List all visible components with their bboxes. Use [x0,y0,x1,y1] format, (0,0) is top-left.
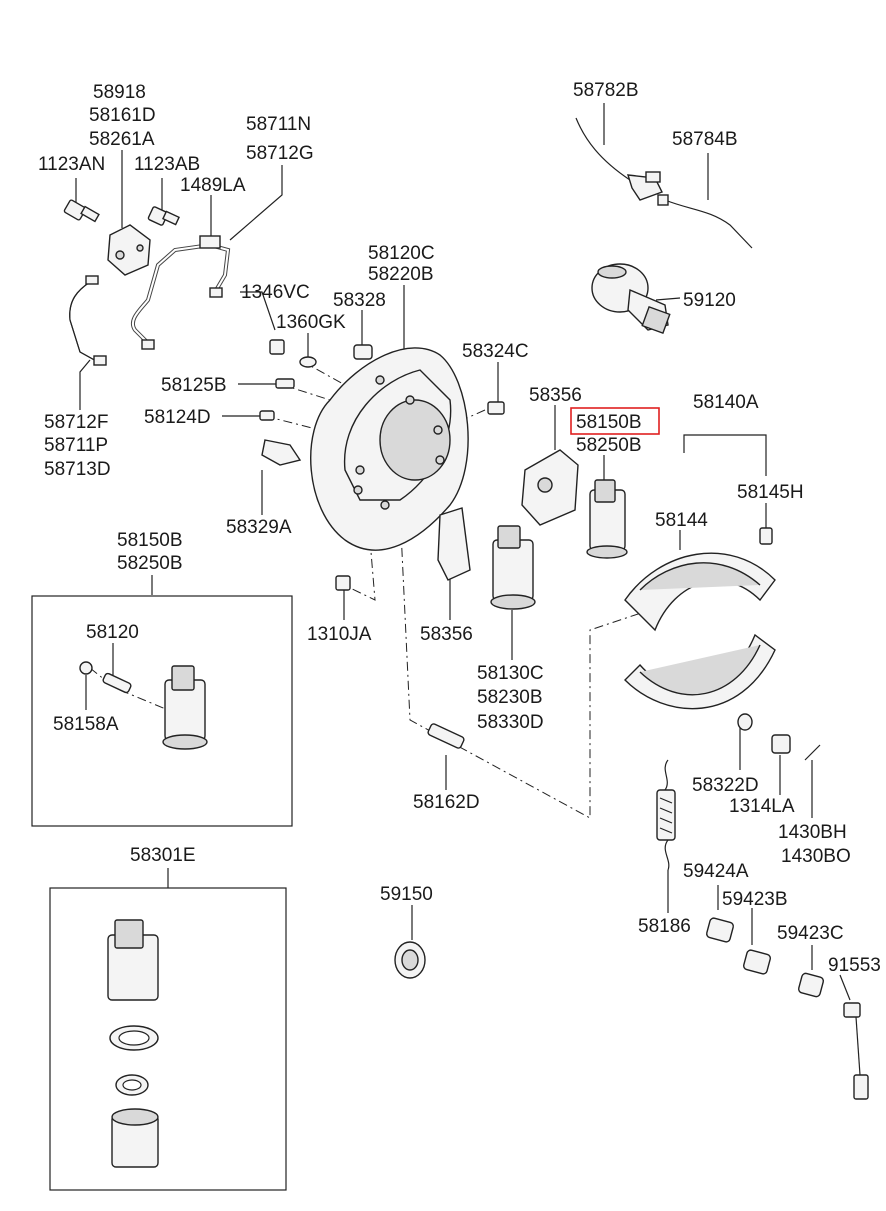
bushing-59424a-icon [706,917,734,943]
label-58356-upper[interactable]: 58356 [529,385,582,406]
highlight-box [570,407,660,435]
label-58330d[interactable]: 58330D [477,712,544,733]
label-58713d[interactable]: 58713D [44,459,111,480]
parts-drawings [63,117,869,1168]
label-58782b[interactable]: 58782B [573,80,639,101]
label-59423c[interactable]: 59423C [777,923,844,944]
part-labels: 58918 58161D 58261A 1123AN 1123AB 58711N… [38,80,881,976]
shim-upper-icon [521,449,579,526]
label-58150b-highlighted[interactable]: 58150B [576,412,642,433]
brake-chamber-icon [591,263,671,335]
bolt-1123an-icon [63,199,100,223]
label-1360gk[interactable]: 1360GK [276,312,346,333]
washer-1360gk-icon [299,356,317,368]
label-59150[interactable]: 59150 [380,884,433,905]
label-58125b[interactable]: 58125B [161,375,227,396]
label-1430bh[interactable]: 1430BH [778,822,847,843]
dust-cover-58329a-icon [261,439,302,466]
leader-lines [75,103,851,1001]
clip-58328-icon [353,344,373,360]
label-58324c[interactable]: 58324C [462,341,529,362]
label-58711n[interactable]: 58711N [246,114,311,135]
brake-cable-icon [575,117,753,249]
nut-1346vc-icon [269,339,285,355]
label-58322d[interactable]: 58322D [692,775,759,796]
label-58186[interactable]: 58186 [638,916,691,937]
box-58301e-cylinder-icon [107,919,159,1001]
shim-lower-icon [437,507,471,581]
inset-box-wheel-cylinder [31,595,293,827]
label-58161d[interactable]: 58161D [89,105,156,126]
wheel-cylinder-middle-icon [490,525,536,610]
label-58145h[interactable]: 58145H [737,482,804,503]
inset-box-repair-kit [49,887,287,1191]
label-59424a[interactable]: 59424A [683,861,749,882]
label-58356-lower[interactable]: 58356 [420,624,473,645]
label-58220b[interactable]: 58220B [368,264,434,285]
brake-tube-left-icon [69,275,107,366]
label-58144[interactable]: 58144 [655,510,708,531]
bolt-58124d-icon [259,410,275,421]
label-58162d[interactable]: 58162D [413,792,480,813]
wheel-cylinder-upper-icon [586,479,628,559]
bolt-58125b-icon [275,378,295,389]
label-1346vc[interactable]: 1346VC [241,282,310,303]
label-58250b-box[interactable]: 58250B [117,553,183,574]
box-bleeder-screw-icon [102,672,132,694]
pin-1430bh-icon [804,744,821,761]
brake-tube-center-icon [130,235,231,350]
label-58328[interactable]: 58328 [333,290,386,311]
nut-1314la-icon [771,734,791,754]
nut-1310ja-icon [335,575,351,591]
box-cap-icon [79,661,93,675]
brake-shoe-upper-icon [624,552,776,632]
return-spring-icon [656,759,676,871]
label-58712g[interactable]: 58712G [246,143,314,164]
label-58301e[interactable]: 58301E [130,845,196,866]
label-1123an[interactable]: 1123AN [38,154,105,175]
label-58712f[interactable]: 58712F [44,412,108,433]
bolt-1123ab-icon [147,206,180,226]
label-1123ab[interactable]: 1123AB [134,154,200,175]
label-58158a[interactable]: 58158A [53,714,119,735]
backing-plate-icon [310,347,469,551]
box-seal-ring-icon [109,1025,159,1051]
adjuster-pin-icon [427,723,465,749]
bolt-58324c-icon [487,401,505,415]
label-1489la[interactable]: 1489LA [180,175,246,196]
label-1310ja[interactable]: 1310JA [307,624,372,645]
label-58120[interactable]: 58120 [86,622,139,643]
label-59120[interactable]: 59120 [683,290,736,311]
label-59423b[interactable]: 59423B [722,889,788,910]
label-58124d[interactable]: 58124D [144,407,211,428]
bolt-58145h-icon [759,527,773,545]
label-91553[interactable]: 91553 [828,955,881,976]
label-1314la[interactable]: 1314LA [729,796,795,817]
junction-block-icon [107,224,151,276]
box-58150b-cylinder-icon [162,665,208,750]
bushing-59423b-icon [743,949,771,975]
label-58711p[interactable]: 58711P [44,435,108,456]
label-58784b[interactable]: 58784B [672,129,738,150]
brake-shoe-lower-icon [624,633,776,710]
box-oring-icon [115,1074,149,1096]
washer-58322d-icon [737,713,753,731]
cap-59150-icon [394,941,426,979]
box-piston-icon [111,1108,159,1168]
label-58250b-upper[interactable]: 58250B [576,435,642,456]
label-58230b[interactable]: 58230B [477,687,543,708]
label-58140a[interactable]: 58140A [693,392,759,413]
label-1430bo[interactable]: 1430BO [781,846,851,867]
label-58120c[interactable]: 58120C [368,243,435,264]
label-58329a[interactable]: 58329A [226,517,292,538]
bushing-59423c-icon [797,972,825,998]
label-58918[interactable]: 58918 [93,82,146,103]
label-58261a[interactable]: 58261A [89,129,155,150]
label-58150b-box[interactable]: 58150B [117,530,183,551]
wear-sensor-icon [843,1002,869,1100]
label-58130c[interactable]: 58130C [477,663,544,684]
